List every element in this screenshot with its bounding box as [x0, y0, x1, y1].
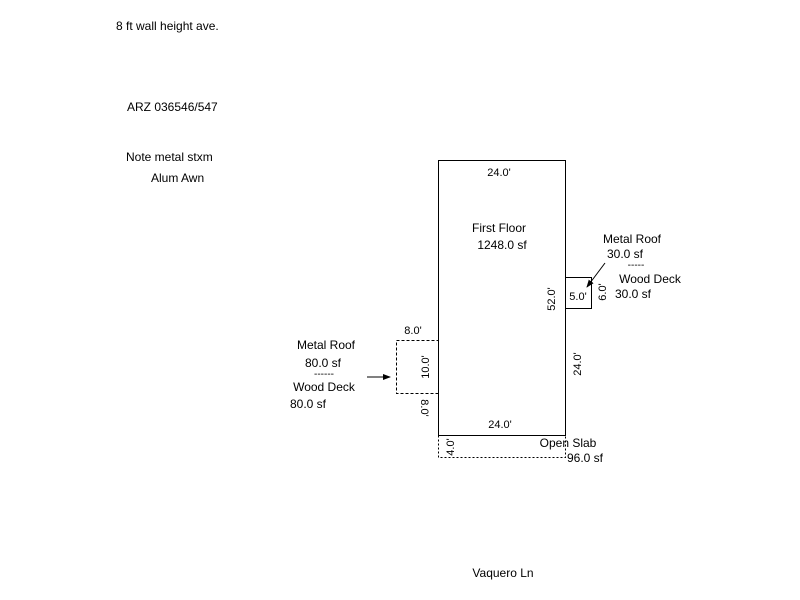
left-roof-label: Metal Roof — [297, 338, 356, 352]
right-deck-dim-width: 5.0' — [569, 291, 586, 303]
aluminum-awning-note: Alum Awn — [151, 171, 205, 185]
metal-structure-note: Note metal stxm — [126, 150, 213, 164]
right-deck-separator: ----- — [628, 260, 645, 271]
floor-dim-left: 8.0' — [418, 399, 430, 416]
wall-height-note: 8 ft wall height ave. — [116, 19, 219, 33]
first-floor-area: 1248.0 sf — [477, 238, 527, 252]
right-roof-label: Metal Roof — [603, 232, 662, 246]
first-floor-label: First Floor — [472, 221, 526, 235]
street-name: Vaquero Ln — [472, 566, 533, 580]
left-deck-area: 80.0 sf — [290, 397, 327, 411]
open-slab-outline — [438, 435, 566, 458]
left-deck-separator: ------ — [314, 369, 334, 380]
left-deck-label: Wood Deck — [293, 380, 356, 394]
right-roof-area: 30.0 sf — [607, 247, 644, 261]
left-roof-area: 80.0 sf — [305, 356, 342, 370]
left-deck-dim-side: 10.0' — [420, 355, 432, 379]
right-deck-label: Wood Deck — [619, 272, 682, 286]
left-deck-outline — [396, 340, 439, 394]
open-slab-label: Open Slab — [540, 436, 597, 450]
arz-number-note: ARZ 036546/547 — [127, 100, 218, 114]
floor-dim-bottom: 24.0' — [488, 419, 512, 431]
right-deck-area: 30.0 sf — [615, 287, 652, 301]
right-deck-outline — [565, 277, 592, 309]
right-deck-dim-height: 6.0' — [597, 283, 609, 300]
open-slab-area: 96.0 sf — [567, 451, 604, 465]
open-slab-dim-depth: 4.0' — [445, 438, 457, 455]
left-deck-dim-top: 8.0' — [404, 325, 421, 337]
floor-dim-top: 24.0' — [487, 167, 511, 179]
floor-dim-right-upper: 52.0' — [546, 287, 558, 311]
floor-dim-right-lower: 24.0' — [572, 352, 584, 376]
right-deck-arrow — [586, 262, 606, 288]
